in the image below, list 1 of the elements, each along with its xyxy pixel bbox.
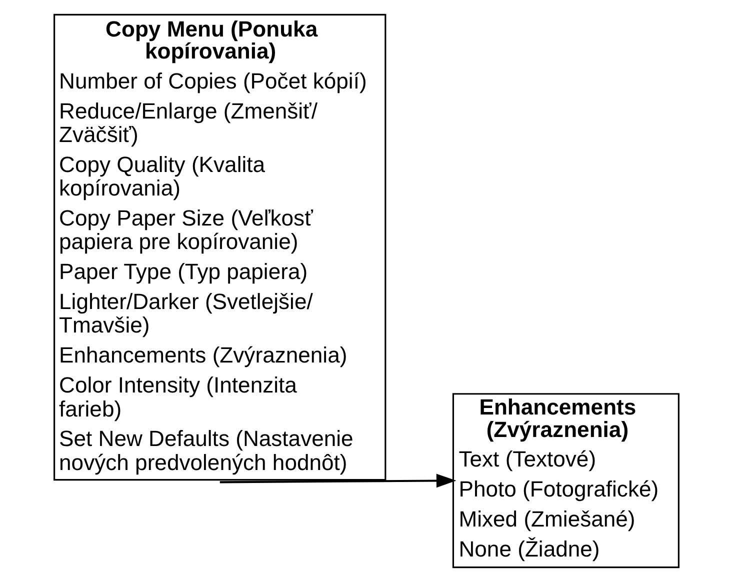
arrow [219, 474, 456, 488]
